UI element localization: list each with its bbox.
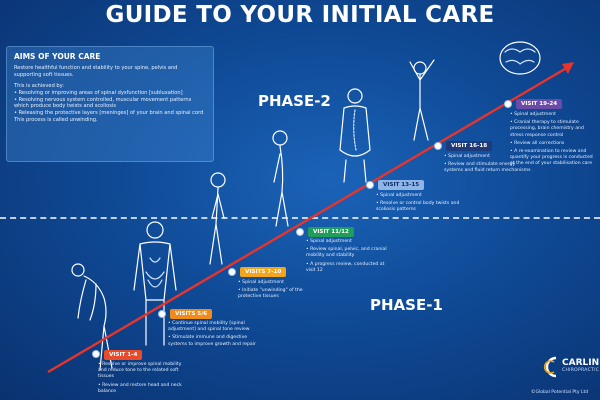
visit-note: Spinal adjustment bbox=[238, 280, 326, 286]
aims-bullet: Resolving nervous system controlled, mus… bbox=[14, 97, 206, 111]
visit-notes: Spinal adjustment Cranial therapy to sti… bbox=[510, 112, 598, 170]
aims-panel: AIMS OF YOUR CARE Restore healthful func… bbox=[6, 46, 214, 162]
visit-note: Resolve or improve spinal mobility and r… bbox=[98, 362, 186, 381]
visit-notes: Spinal adjustment Review and stimulate e… bbox=[444, 154, 532, 177]
logo: CARLIN CHIROPRACTIC bbox=[540, 350, 600, 390]
aims-heading: AIMS OF YOUR CARE bbox=[14, 52, 101, 61]
visit-marker bbox=[158, 310, 166, 318]
visit-badge: VISIT 11/12 bbox=[308, 227, 354, 237]
visit-marker bbox=[434, 142, 442, 150]
visit-marker bbox=[92, 350, 100, 358]
stooped-figure-icon bbox=[71, 263, 113, 371]
brain-icon bbox=[499, 41, 541, 75]
phase-1-label: PHASE-1 bbox=[370, 296, 443, 314]
visit-notes: Spinal adjustment Review spinal, pelvic,… bbox=[306, 239, 394, 276]
aims-achieved-by: This is achieved by: bbox=[14, 82, 65, 89]
visit-notes: Continue spinal mobility [spinal adjustm… bbox=[168, 321, 256, 350]
visit-note: Cranial therapy to stimulate processing,… bbox=[510, 120, 598, 139]
visit-note: Continue spinal mobility [spinal adjustm… bbox=[168, 321, 256, 333]
visit-badge: VISIT 1-4 bbox=[104, 350, 143, 360]
visit-note: Spinal adjustment bbox=[510, 112, 598, 118]
page-title: GUIDE TO YOUR INITIAL CARE bbox=[105, 2, 495, 28]
stretching-figure-icon bbox=[409, 59, 435, 141]
visit-note: Review all corrections bbox=[510, 141, 598, 147]
visit-note: Stimulate immune and digestive systems t… bbox=[168, 335, 256, 347]
visit-note: Initiate "unwinding" of the protective t… bbox=[238, 288, 326, 300]
progress-arrow bbox=[47, 64, 571, 374]
visit-marker bbox=[228, 268, 236, 276]
standing-figure-icon bbox=[209, 172, 226, 265]
phase-2-label: PHASE-2 bbox=[258, 92, 331, 110]
copyright: ©Global Potential Pty Ltd bbox=[531, 390, 589, 395]
logo-mark-icon bbox=[543, 356, 557, 378]
phase-divider bbox=[0, 217, 600, 219]
visit-note: Resolve or control body twists and scoli… bbox=[376, 201, 464, 213]
visit-badge: VISIT 13-15 bbox=[378, 180, 425, 190]
visit-badge: VISITS 5/6 bbox=[170, 309, 213, 319]
logo-name: CARLIN bbox=[562, 358, 600, 368]
visit-marker bbox=[296, 228, 304, 236]
visit-note: Spinal adjustment bbox=[376, 193, 464, 199]
visit-notes: Spinal adjustment Resolve or control bod… bbox=[376, 193, 464, 216]
visit-note: Review spinal, pelvic, and cranial mobil… bbox=[306, 247, 394, 259]
visit-notes: Spinal adjustment Initiate "unwinding" o… bbox=[238, 280, 326, 303]
visit-note: Review and stimulate energy systems and … bbox=[444, 162, 532, 174]
aims-intro: Restore healthful function and stability… bbox=[14, 65, 178, 78]
visit-notes: Resolve or improve spinal mobility and r… bbox=[98, 362, 186, 397]
visit-note: A progress review, conducted at visit 12 bbox=[306, 262, 394, 274]
side-figure-icon bbox=[272, 130, 289, 227]
visit-badge: VISIT 19-24 bbox=[516, 99, 563, 109]
visit-badge: VISIT 16-18 bbox=[446, 141, 493, 151]
arrow-head-icon bbox=[562, 62, 574, 74]
spine-figure-icon bbox=[339, 88, 371, 183]
visit-note: Review and restore head and neck balance bbox=[98, 383, 186, 395]
visit-note: Spinal adjustment bbox=[306, 239, 394, 245]
visit-marker bbox=[504, 100, 512, 108]
visit-note: Spinal adjustment bbox=[444, 154, 532, 160]
visit-badge: VISITS 7-10 bbox=[240, 267, 287, 277]
aims-bullet: Releasing the protective layers [meninge… bbox=[14, 110, 206, 117]
visit-note: A re-examination to review and quantify … bbox=[510, 149, 598, 168]
aims-bullet: Resolving or improving areas of spinal d… bbox=[14, 90, 206, 97]
visit-marker bbox=[366, 181, 374, 189]
aims-outro: This process is called unwinding. bbox=[14, 117, 98, 124]
aims-bullets: Resolving or improving areas of spinal d… bbox=[7, 90, 213, 118]
organs-figure-icon bbox=[133, 221, 177, 346]
logo-subtitle: CHIROPRACTIC bbox=[562, 368, 600, 373]
